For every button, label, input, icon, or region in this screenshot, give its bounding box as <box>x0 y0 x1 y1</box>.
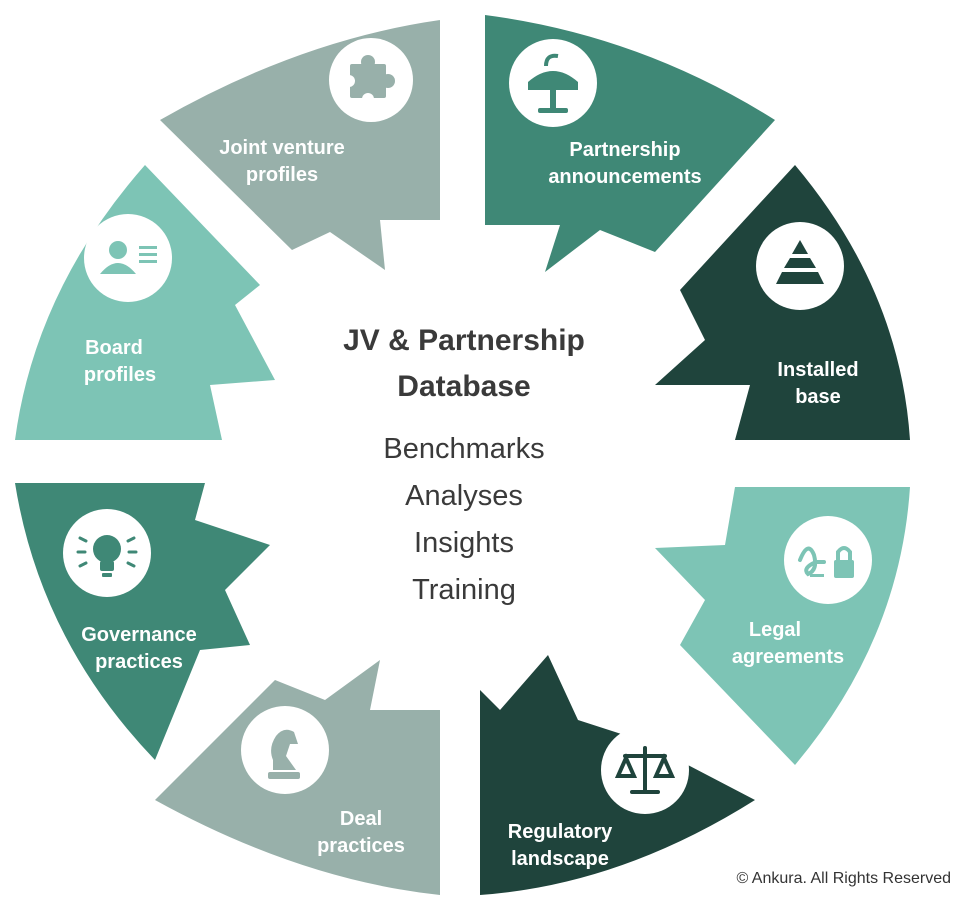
podium-icon <box>528 53 578 113</box>
segment-label-line2: practices <box>95 651 183 673</box>
pyramid-icon <box>776 240 824 284</box>
segment-regulatory-landscape: Regulatory landscape <box>480 655 755 895</box>
segment-partnership-announcements: Partnership announcements <box>485 15 775 272</box>
segment-label-line2: landscape <box>511 848 609 870</box>
segment-label-line2: agreements <box>732 646 844 668</box>
segment-label-line1: Governance <box>81 624 197 646</box>
segment-label-line2: practices <box>317 835 405 857</box>
segment-joint-venture-profiles: Joint venture profiles <box>160 15 440 270</box>
center-title-line2: Database <box>397 370 530 403</box>
segment-label-line1: Partnership <box>569 139 680 161</box>
copyright-notice: © Ankura. All Rights Reserved <box>736 870 951 887</box>
icon-circle <box>84 214 172 302</box>
segment-label-line1: Regulatory <box>508 821 613 843</box>
segment-label-line2: announcements <box>548 166 701 188</box>
segment-wedge <box>15 165 275 440</box>
signature-lock-icon <box>798 546 854 578</box>
puzzle-icon <box>343 55 395 105</box>
segment-label-line1: Deal <box>340 808 382 830</box>
scales-icon <box>614 746 676 794</box>
segment-board-profiles: Board profiles <box>15 165 275 440</box>
segment-label-line2: profiles <box>84 364 156 386</box>
center-item-insights: Insights <box>414 527 514 559</box>
profile-card-icon <box>100 241 157 274</box>
center-item-analyses: Analyses <box>405 480 523 512</box>
lightbulb-icon <box>76 535 138 577</box>
center-title-line1: JV & Partnership <box>343 324 585 357</box>
segment-installed-base: Installed base <box>655 165 910 440</box>
segment-label-line1: Joint venture <box>219 137 345 159</box>
segment-label-line2: base <box>795 386 841 408</box>
center-item-benchmarks: Benchmarks <box>383 433 544 465</box>
center-item-training: Training <box>412 574 516 606</box>
segment-label-line1: Installed <box>777 359 858 381</box>
segment-wedge <box>15 483 270 760</box>
segment-legal-agreements: Legal agreements <box>655 487 910 765</box>
segment-label-line1: Board <box>85 337 143 359</box>
segment-governance-practices: Governance practices <box>15 483 270 760</box>
segment-label-line1: Legal <box>749 619 801 641</box>
segment-label-line2: profiles <box>246 164 318 186</box>
icon-circle <box>784 516 872 604</box>
chess-knight-icon <box>268 729 300 779</box>
segment-deal-practices: Deal practices <box>155 660 440 895</box>
center-content: JV & Partnership Database Benchmarks Ana… <box>343 324 585 606</box>
